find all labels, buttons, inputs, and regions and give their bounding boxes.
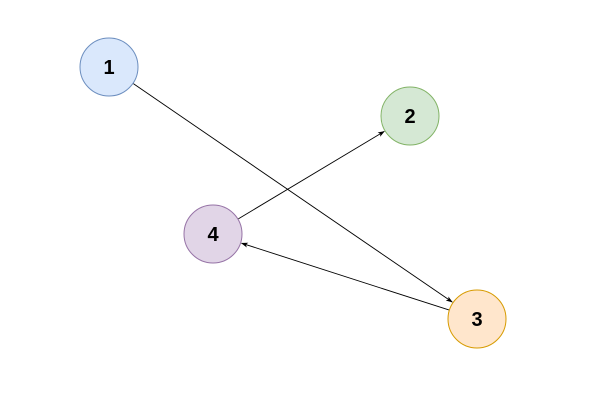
node-label-3: 3 bbox=[471, 309, 482, 331]
node-4[interactable]: 4 bbox=[183, 204, 243, 264]
node-1[interactable]: 1 bbox=[79, 37, 139, 97]
edge-4-to-2 bbox=[238, 131, 385, 220]
edge-3-to-4 bbox=[240, 242, 450, 311]
edge-1-to-3 bbox=[133, 83, 453, 303]
node-label-2: 2 bbox=[404, 106, 415, 128]
node-circle-2 bbox=[380, 86, 440, 146]
node-circle-3 bbox=[447, 289, 507, 349]
node-circle-1 bbox=[79, 37, 139, 97]
node-3[interactable]: 3 bbox=[447, 289, 507, 349]
node-label-1: 1 bbox=[103, 57, 114, 79]
node-2[interactable]: 2 bbox=[380, 86, 440, 146]
edges-layer bbox=[133, 83, 453, 311]
nodes-layer: 1 2 3 4 bbox=[79, 37, 507, 349]
node-label-4: 4 bbox=[207, 224, 219, 246]
node-circle-4 bbox=[183, 204, 243, 264]
